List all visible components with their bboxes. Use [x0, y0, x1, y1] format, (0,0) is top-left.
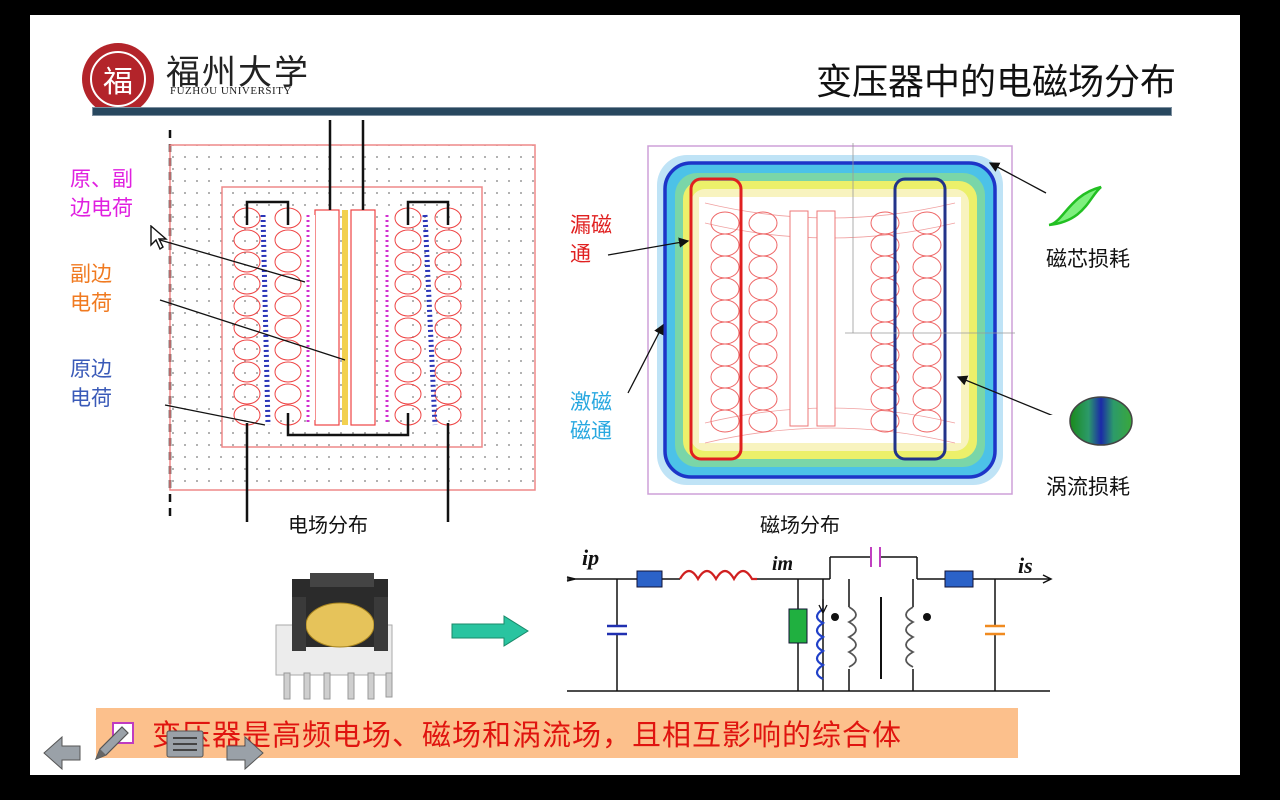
magnetic-annotation-arrows	[607, 162, 1053, 415]
label-eddy-loss: 涡流损耗	[1046, 475, 1130, 499]
summary-banner: 变压器是高频电场、磁场和涡流场，且相互影响的综合体	[96, 708, 1018, 758]
magnetic-field-diagram	[647, 143, 1015, 495]
summary-text: 变压器是高频电场、磁场和涡流场，且相互影响的综合体	[152, 718, 903, 752]
cursor-icon	[150, 225, 168, 251]
label-line: 电荷	[70, 291, 112, 315]
back-arrow-icon[interactable]	[42, 733, 82, 773]
label-line: 漏磁	[570, 213, 612, 237]
menu-icon[interactable]	[165, 729, 205, 759]
arrow-right-icon	[451, 615, 529, 647]
label-excitation-flux: 激磁 磁通	[570, 388, 612, 446]
hysteresis-loop-icon	[1048, 185, 1102, 227]
label-line: 磁通	[570, 419, 612, 443]
label-line: 电荷	[70, 386, 112, 410]
current-label-ip: ip	[582, 545, 600, 570]
logo-mark: 福	[90, 51, 146, 107]
label-primary-charge: 原边 电荷	[70, 355, 112, 413]
university-logo: 福	[82, 43, 154, 115]
label-line: 原边	[70, 357, 112, 381]
university-name-cn: 福州大学	[166, 53, 310, 93]
label-core-loss: 磁芯损耗	[1046, 247, 1130, 271]
label-line: 激磁	[570, 390, 612, 414]
eddy-current-icon	[1069, 396, 1133, 446]
current-label-im: im	[772, 553, 794, 575]
equivalent-circuit	[566, 547, 1053, 692]
transformer-photo	[275, 573, 393, 700]
current-label-is: is	[1018, 553, 1033, 578]
electric-field-diagram	[159, 120, 536, 522]
electric-field-caption: 电场分布	[288, 513, 368, 537]
label-line: 通	[570, 242, 591, 266]
label-line: 副边	[70, 262, 112, 286]
pen-icon[interactable]	[90, 721, 134, 765]
slide-title: 变压器中的电磁场分布	[815, 62, 1176, 103]
label-primary-secondary-charge: 原、副 边电荷	[70, 165, 133, 223]
forward-arrow-icon[interactable]	[225, 733, 265, 773]
label-leakage-flux: 漏磁 通	[570, 211, 612, 269]
label-line: 原、副	[70, 167, 133, 191]
magnetic-field-caption: 磁场分布	[760, 513, 840, 537]
label-secondary-charge: 副边 电荷	[70, 260, 112, 318]
label-line: 边电荷	[70, 196, 133, 220]
university-name-en: FUZHOU UNIVERSITY	[170, 85, 292, 97]
title-rule	[92, 107, 1172, 116]
slide: 福 福州大学 FUZHOU UNIVERSITY 变压器中的电磁场分布	[30, 15, 1240, 775]
